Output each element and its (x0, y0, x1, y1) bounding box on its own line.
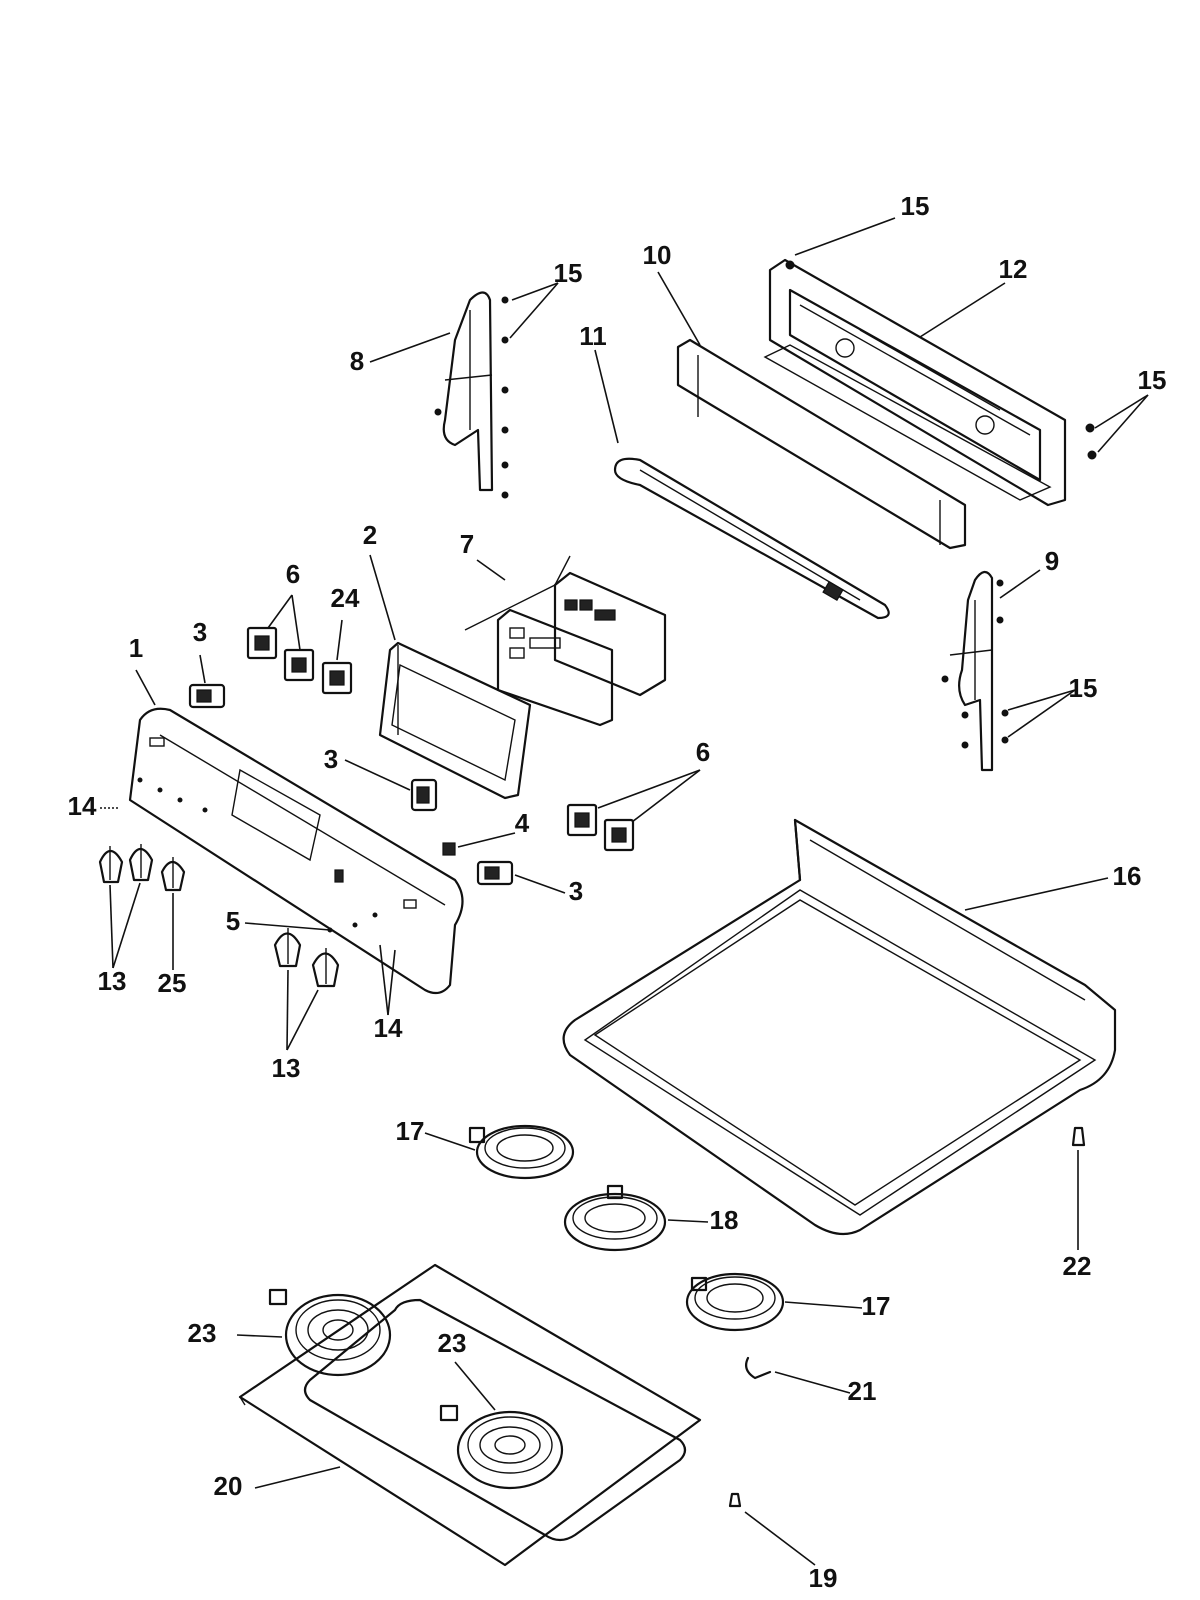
part-screw-19 (728, 1492, 742, 1508)
knob-13-c (273, 928, 302, 968)
part-rear-trim (676, 338, 967, 550)
callout-3: 3 (569, 876, 583, 906)
callout-7: 7 (460, 529, 474, 559)
part-display-window (378, 641, 532, 800)
callout-21: 21 (848, 1376, 877, 1406)
callout-3: 3 (324, 744, 338, 774)
part-front-trim (613, 457, 890, 620)
callout-8: 8 (350, 346, 364, 376)
callout-23: 23 (188, 1318, 217, 1348)
callout-24: 24 (331, 583, 360, 613)
part-clip-21 (745, 1356, 772, 1380)
callout-20: 20 (214, 1471, 243, 1501)
part-switch-6c (566, 803, 598, 837)
callout-16: 16 (1113, 861, 1142, 891)
element-23-right (439, 1404, 564, 1490)
part-switch-6b (283, 648, 315, 682)
part-burner-box (238, 1263, 702, 1567)
callout-13: 13 (272, 1053, 301, 1083)
part-cooktop (562, 818, 1117, 1236)
knob-13-b (128, 844, 154, 882)
part-switch-6d (603, 818, 635, 852)
callout-6: 6 (286, 559, 300, 589)
callout-12: 12 (999, 254, 1028, 284)
callout-15: 15 (1138, 365, 1167, 395)
callout-15: 15 (554, 258, 583, 288)
callout-6: 6 (696, 737, 710, 767)
part-switch-24 (321, 661, 353, 695)
callout-5: 5 (226, 906, 240, 936)
callout-9: 9 (1045, 546, 1059, 576)
element-23-left (268, 1288, 392, 1377)
part-rear-panel (763, 258, 1067, 507)
callout-18: 18 (710, 1205, 739, 1235)
part-rocker-3a (188, 683, 226, 709)
part-rocker-3c (476, 860, 514, 886)
knob-13-d (311, 948, 340, 988)
callout-14: 14 (68, 791, 97, 821)
callout-14: 14 (374, 1013, 403, 1043)
part-rocker-3b (410, 778, 438, 812)
part-right-bracket (941, 570, 1009, 772)
callout-15: 15 (1069, 673, 1098, 703)
callout-17: 17 (396, 1116, 425, 1146)
callout-2: 2 (363, 520, 377, 550)
knob-13-a (98, 846, 124, 884)
callout-labels: 15 10 12 15 11 8 15 2 7 9 6 24 3 1 15 3 … (68, 191, 1167, 1593)
callout-3: 3 (193, 617, 207, 647)
callout-10: 10 (643, 240, 672, 270)
element-18 (563, 1184, 667, 1252)
callout-1: 1 (129, 633, 143, 663)
callout-17: 17 (862, 1291, 891, 1321)
screws-rear-panel (785, 260, 1097, 460)
callout-23: 23 (438, 1328, 467, 1358)
part-switch-6a (246, 626, 278, 660)
part-control-panel (128, 707, 464, 995)
callout-13: 13 (98, 966, 127, 996)
part-control-board (464, 555, 667, 727)
callout-22: 22 (1063, 1251, 1092, 1281)
part-left-bracket (434, 291, 509, 499)
callout-11: 11 (579, 321, 607, 351)
callout-19: 19 (809, 1563, 838, 1593)
element-17-lower (685, 1272, 785, 1332)
leader-lines (100, 217, 1149, 1566)
callout-4: 4 (515, 808, 530, 838)
part-screw-22 (1071, 1126, 1086, 1147)
callout-15: 15 (901, 191, 930, 221)
element-17-upper (468, 1124, 575, 1180)
knob-25 (160, 857, 186, 892)
part-indicator-4 (442, 842, 456, 856)
callout-25: 25 (158, 968, 187, 998)
